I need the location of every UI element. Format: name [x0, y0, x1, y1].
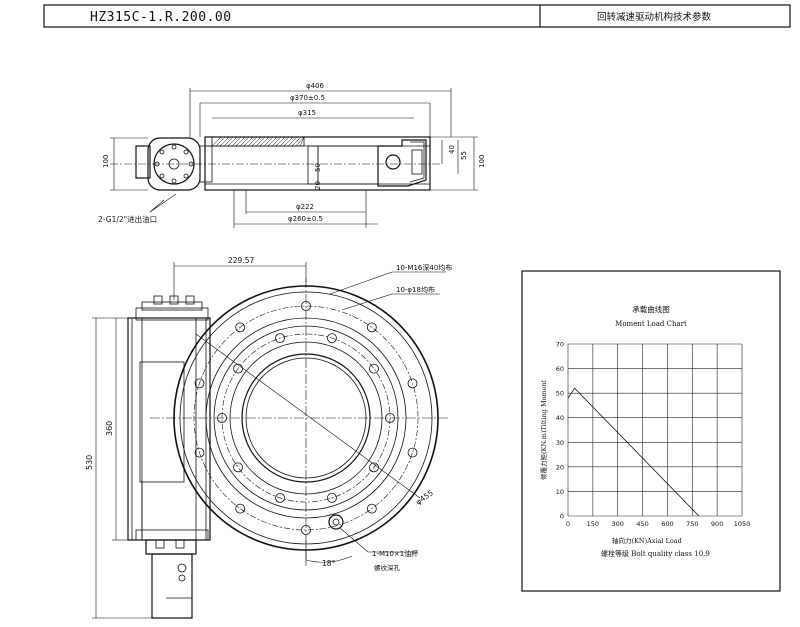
chart-x-tick-label: 1050	[734, 520, 751, 528]
grease-fitting	[328, 514, 344, 530]
drawing-number: HZ315C-1.R.200.00	[90, 10, 232, 25]
dim-260: φ260±0.5	[288, 215, 323, 223]
title-block-frame	[43, 4, 791, 28]
chart-x-tick-label: 150	[587, 520, 599, 528]
chart-series-line	[567, 387, 700, 517]
outer-bolt-hole	[194, 378, 205, 389]
section-view: φ406 φ370±0.5 φ315 φ222 φ260±0.5 100 100…	[98, 82, 486, 228]
chart-y-tick-label: 60	[556, 365, 564, 373]
dim-40: 40	[448, 145, 456, 154]
dim-50: 50	[314, 163, 322, 172]
dim-20: 20	[314, 181, 322, 190]
outer-bolt-hole	[235, 503, 246, 514]
outer-bolt-hole	[194, 447, 205, 458]
chart-x-tick-label: 900	[711, 520, 723, 528]
chart-x-ticks: 0 150 300 450 600 750 900 1050	[566, 520, 750, 528]
dim-222: φ222	[296, 203, 314, 211]
chart-y-ticks: 0 10 20 30 40 50 60 70	[556, 341, 564, 521]
chart-y-tick-label: 40	[556, 414, 564, 422]
inner-bolt-hole	[369, 363, 379, 374]
outer-bolt-hole	[366, 322, 377, 333]
inner-bolt-hole	[327, 333, 337, 344]
bolt-class-note: 螺栓等级 Bolt quality class 10.9	[601, 549, 710, 558]
title-block: HZ315C-1.R.200.00 回转减速驱动机构技术参数	[43, 4, 791, 28]
chart-frame	[521, 270, 781, 592]
note-m10: 1-M10×1油杯	[372, 549, 418, 558]
outer-bolt-hole	[407, 378, 418, 389]
angle-18: 18°	[322, 559, 336, 568]
note-m16: 10-M16深40均布	[396, 263, 452, 272]
chart-x-tick-label: 300	[612, 520, 624, 528]
outer-bolt-hole	[366, 503, 377, 514]
chart-grid	[567, 343, 743, 517]
drawing-title: 回转减速驱动机构技术参数	[597, 11, 712, 23]
dim-229: 229.57	[228, 256, 254, 265]
dim-360: 360	[105, 421, 114, 436]
chart-x-tick-label: 750	[686, 520, 698, 528]
dim-406: φ406	[306, 82, 325, 90]
ring-body	[204, 136, 431, 191]
dim-370: φ370±0.5	[290, 94, 325, 102]
dim-530: 530	[85, 455, 94, 470]
inner-bolt-hole	[233, 363, 243, 374]
outer-bolt-hole	[235, 322, 246, 333]
chart-y-tick-label: 50	[556, 390, 564, 398]
chart-ylabel: 倾覆力矩(KN.m)Tilting Moment	[539, 379, 548, 480]
note-d18: 10-φ18均布	[396, 285, 435, 294]
chart-xlabel: 轴向力(KN)Axial Load	[612, 536, 682, 545]
outer-bolt-hole	[407, 447, 418, 458]
chart-y-tick-label: 20	[556, 463, 564, 471]
chart-title-cn: 承载曲线图	[632, 304, 670, 314]
chart-y-tick-label: 30	[556, 439, 564, 447]
hatched-flange	[211, 136, 305, 147]
inner-bolt-hole	[275, 492, 285, 503]
inner-bolt-hole	[327, 492, 337, 503]
note-m10-sub: 螺纹深孔	[374, 563, 401, 572]
oil-port-note: 2-G1/2"进出油口	[98, 214, 157, 224]
dim-100-left: 100	[102, 155, 110, 168]
dim-315: φ315	[298, 109, 316, 117]
dim-55: 55	[460, 151, 468, 160]
chart-x-tick-label: 0	[566, 520, 570, 528]
plan-view: 229.57 530 360 φ455 18° 10-M16深40均布 10-φ…	[85, 256, 452, 619]
chart-y-tick-label: 10	[556, 488, 564, 496]
ball-bearing	[385, 154, 401, 170]
inner-bolt-hole	[275, 333, 285, 344]
chart-y-tick-label: 0	[560, 513, 564, 521]
dim-100-right: 100	[478, 155, 486, 168]
chart-x-tick-label: 600	[661, 520, 673, 528]
output-shaft	[151, 553, 193, 619]
inner-bolt-hole	[233, 462, 243, 473]
chart-title-en: Moment Load Chart	[615, 320, 687, 328]
chart-x-tick-label: 450	[636, 520, 648, 528]
chart-y-tick-label: 70	[556, 341, 564, 349]
dim-455: φ455	[414, 488, 435, 507]
outer-ring-profile	[377, 139, 427, 187]
